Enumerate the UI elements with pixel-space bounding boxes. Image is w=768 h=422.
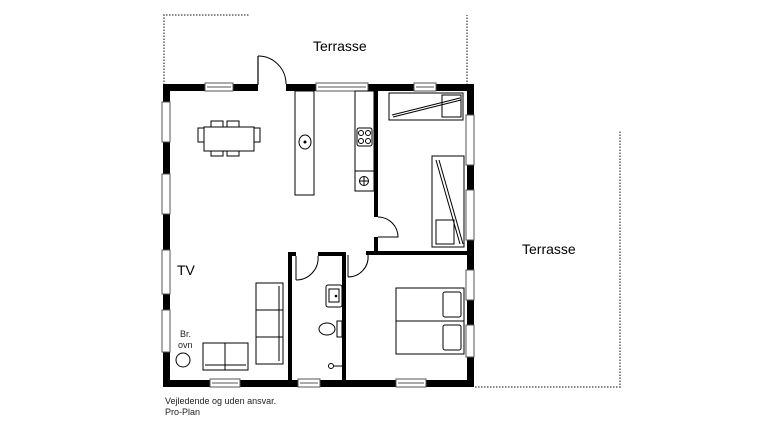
dining-table xyxy=(197,120,261,157)
windows xyxy=(161,82,475,388)
interior-walls xyxy=(288,91,467,380)
terrace-top-label: Terrasse xyxy=(313,38,367,54)
terrace-right-label: Terrasse xyxy=(522,241,576,257)
kitchen-counter xyxy=(354,90,375,192)
sofa-corner xyxy=(202,282,284,371)
bathroom-fixtures xyxy=(318,284,343,369)
stove-label-line2: ovn xyxy=(178,340,193,350)
entrance-door xyxy=(257,55,287,91)
brand-text: Pro-Plan xyxy=(165,407,201,417)
disclaimer-text: Vejledende og uden ansvar. xyxy=(165,396,277,406)
wood-stove-icon xyxy=(175,352,191,368)
double-bed xyxy=(395,287,465,355)
kitchen-island xyxy=(294,90,315,196)
tv-label: TV xyxy=(177,262,195,278)
interior-doors xyxy=(295,216,399,281)
terrace-right-outline xyxy=(475,131,621,388)
terrace-top-outline xyxy=(163,14,468,85)
stove-label-line1: Br. xyxy=(180,329,192,339)
bedroom1-beds xyxy=(388,92,465,248)
